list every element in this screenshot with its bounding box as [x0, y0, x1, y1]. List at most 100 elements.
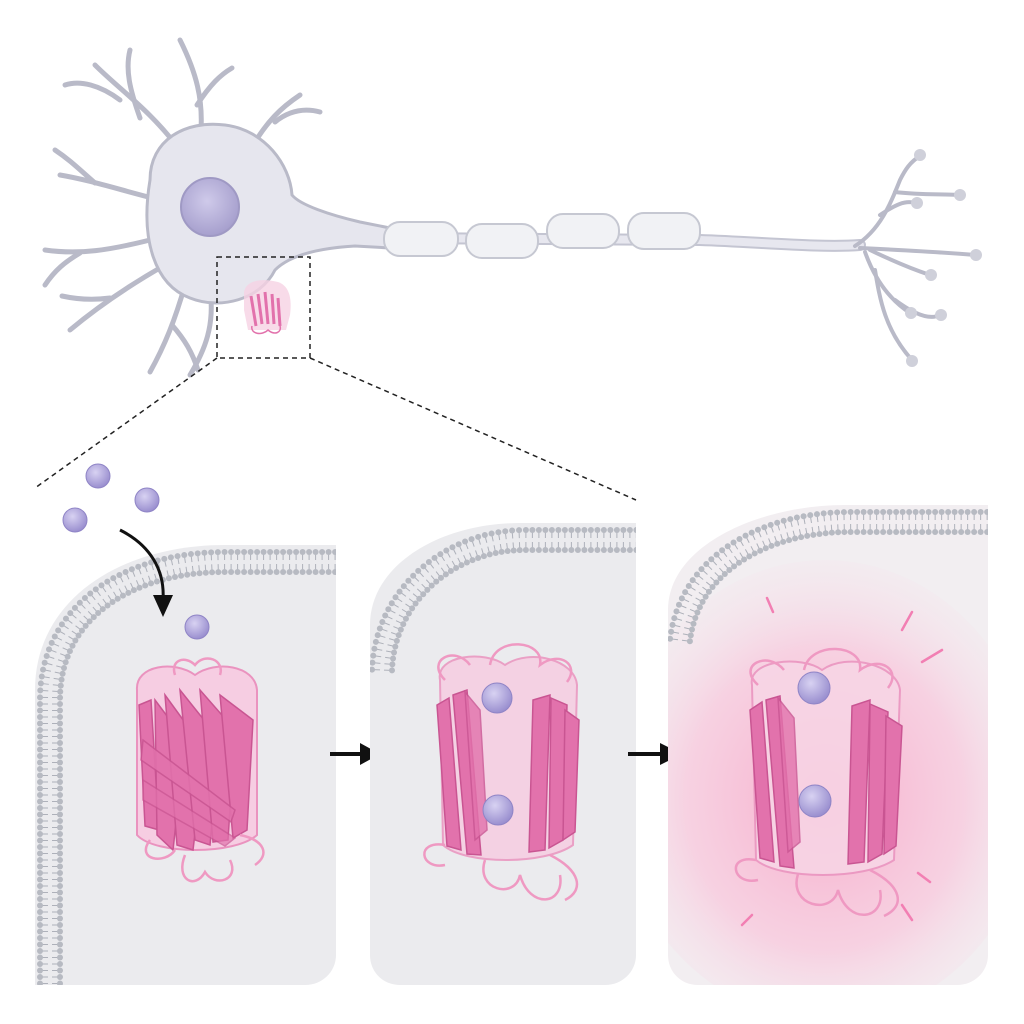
lipid-head	[964, 509, 971, 515]
lipid-head	[668, 628, 675, 635]
lipid-head	[827, 509, 834, 516]
lipid-head	[919, 509, 926, 515]
lipid-head	[37, 948, 44, 954]
lipid-head	[873, 529, 880, 535]
ions-outside	[62, 463, 210, 640]
lipid-head	[37, 915, 44, 922]
lipid-head	[860, 529, 867, 535]
lipid-head	[906, 529, 913, 535]
lipid-head	[48, 639, 55, 646]
lipid-head	[780, 538, 787, 545]
lipid-head	[171, 573, 178, 580]
lipid-head	[391, 649, 398, 656]
lipid-head	[37, 694, 44, 701]
lipid-head	[951, 509, 958, 515]
lipid-head	[504, 548, 511, 555]
lipid-head	[178, 572, 185, 579]
lipid-head	[141, 561, 148, 568]
lipid-head	[462, 538, 469, 545]
lipid-head	[57, 837, 64, 844]
lipid-head	[116, 571, 123, 578]
lipid-head	[37, 727, 43, 733]
lipid-head	[228, 569, 235, 575]
lipid-head	[153, 578, 160, 585]
lipid-head	[37, 876, 44, 883]
lipid-head	[267, 549, 274, 555]
lipid-head	[260, 569, 267, 575]
lipid-head	[613, 527, 620, 533]
lipid-head	[437, 551, 444, 558]
lipid-head	[415, 567, 422, 574]
lipid-head	[692, 615, 699, 622]
lipid-head	[37, 974, 44, 980]
lipid-head	[37, 870, 44, 876]
lipid-head	[607, 527, 614, 533]
lipid-head	[57, 909, 64, 915]
lipid-head	[57, 948, 64, 954]
lipid-head	[620, 527, 627, 533]
lipid-head	[633, 527, 636, 533]
lipid-head	[951, 529, 958, 535]
lipid-head	[502, 528, 509, 535]
ions-bound	[797, 671, 832, 818]
lipid-head	[57, 792, 64, 798]
lipid-head	[57, 746, 64, 753]
lipid-head	[62, 615, 69, 622]
lipid-head	[214, 549, 221, 556]
lipid-head	[400, 583, 407, 590]
lipid-head	[919, 529, 926, 535]
lipid-head	[555, 527, 562, 533]
lipid-head	[410, 572, 417, 579]
lipid-head	[912, 509, 919, 515]
lipid-head	[57, 941, 64, 948]
lipid-head	[481, 532, 488, 539]
lipid-head	[57, 954, 64, 961]
lipid-head	[522, 547, 529, 553]
lipid-head	[312, 569, 319, 575]
lipid-head	[678, 595, 685, 602]
lipid-head	[594, 547, 601, 553]
lipid-head	[382, 612, 389, 619]
neuron	[42, 37, 982, 378]
loop-coils	[734, 647, 899, 918]
lipid-head	[561, 547, 568, 553]
nucleus	[180, 177, 240, 237]
lipid-head	[57, 772, 64, 779]
lipid-head	[37, 909, 44, 915]
lipid-head	[273, 569, 280, 575]
lipid-head	[37, 766, 44, 772]
lipid-head	[254, 549, 261, 555]
lipid-head	[746, 553, 753, 560]
lipid-head	[57, 863, 64, 870]
lipid-head	[813, 511, 820, 518]
lipid-head	[886, 509, 893, 515]
lipid-head	[325, 549, 332, 555]
ion	[85, 463, 111, 489]
lipid-head	[828, 529, 835, 536]
lipid-head	[38, 673, 45, 680]
lipid-head	[37, 889, 44, 896]
lipid-head	[689, 626, 696, 633]
lipid-head	[594, 527, 601, 533]
lipid-head	[613, 547, 620, 553]
lipid-head	[880, 509, 887, 515]
lipid-head	[332, 549, 336, 555]
lipid-head	[319, 569, 326, 575]
lipid-head	[721, 570, 728, 577]
lipid-head	[104, 602, 111, 609]
lipid-head	[37, 701, 43, 707]
lipid-head	[424, 586, 431, 593]
lipid-head	[455, 541, 462, 548]
lipid-head	[125, 589, 132, 596]
lipid-head	[574, 527, 581, 533]
lipid-head	[480, 553, 487, 560]
lipid-head	[81, 595, 88, 602]
lipid-head	[719, 547, 726, 554]
lipid-head	[371, 645, 378, 652]
lipid-head	[568, 547, 575, 553]
lipid-head	[938, 509, 945, 515]
lipid-head	[209, 569, 216, 576]
axon-terminals	[853, 154, 977, 362]
lipid-head	[754, 526, 761, 533]
lipid-head	[37, 785, 44, 792]
